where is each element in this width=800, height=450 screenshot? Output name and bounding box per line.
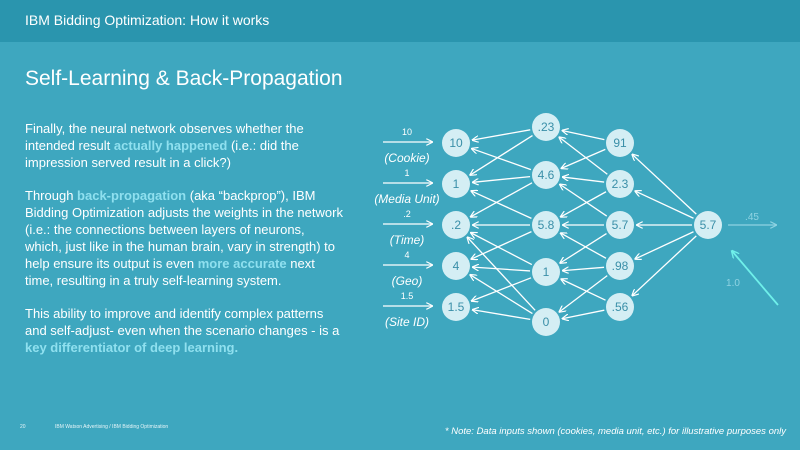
backprop-arrow-h1-in (471, 233, 533, 266)
backprop-arrow-out-h2-2 (635, 191, 694, 219)
backprop-arrow-h2-h1 (562, 148, 606, 168)
input-value: 1 (404, 168, 409, 178)
input-node-circle (442, 129, 470, 157)
input-label: (Time) (390, 233, 425, 247)
backprop-arrow-h1-in (470, 275, 533, 315)
input-node-label: 10 (449, 136, 463, 150)
backprop-arrow-h1-in (468, 237, 536, 311)
backprop-arrow-out-h2-1 (632, 155, 697, 215)
input-value: 4 (404, 250, 409, 260)
backprop-arrow-h2-h1 (563, 266, 605, 270)
footnote: * Note: Data inputs shown (cookies, medi… (444, 426, 786, 437)
input-node-label: 1.5 (448, 300, 465, 314)
hidden1-node-circle (532, 113, 560, 141)
hidden1-node-label: 5.8 (538, 218, 555, 232)
highlight-text: key differentiator of deep learning. (25, 340, 239, 355)
highlight-text: more accurate (197, 256, 287, 271)
actual-value: 1.0 (726, 278, 740, 289)
hidden1-node-label: 4.6 (538, 168, 555, 182)
backprop-arrow-out-h2-4 (635, 231, 694, 259)
backprop-arrow-h2-h1 (563, 309, 605, 318)
backprop-arrow-h2-h1 (560, 185, 608, 217)
hidden2-node-circle (606, 211, 634, 239)
hidden1-node-circle (532, 161, 560, 189)
backprop-arrow-h2-h1 (561, 233, 607, 259)
backprop-arrow-h1-in (472, 277, 532, 301)
hidden2-node-label: 2.3 (612, 177, 629, 191)
hidden1-node-label: 1 (543, 265, 550, 279)
header-title: IBM Bidding Optimization: How it works (25, 12, 270, 28)
actual-result-arrow (732, 251, 779, 306)
body-paragraph-2: Through back-propagation (aka “backprop”… (25, 187, 343, 289)
backprop-arrow-h2-h1 (563, 177, 605, 183)
hidden2-node-circle (606, 252, 634, 280)
hidden2-node-circle (606, 293, 634, 321)
body-text-segment: next time, resulting in a truly self-lea… (25, 256, 315, 288)
input-node-circle (442, 293, 470, 321)
input-node-label: 1 (453, 177, 460, 191)
output-node-label: 5.7 (700, 218, 717, 232)
backprop-arrow-h2-h1 (563, 131, 605, 141)
hidden2-node-label: .98 (612, 259, 629, 273)
backprop-arrow-h2-h1 (560, 275, 608, 312)
backprop-arrow-h1-in (473, 129, 531, 140)
backprop-arrow-h1-in (473, 267, 531, 272)
hidden1-node-label: 0 (543, 315, 550, 329)
backprop-arrow-h1-in (473, 175, 531, 183)
input-value: 10 (402, 127, 412, 137)
backprop-arrow-h1-in (471, 191, 532, 219)
body-text: Finally, the neural network observes whe… (25, 120, 343, 372)
backprop-arrow-h1-in (471, 182, 533, 217)
output-node-circle (694, 211, 722, 239)
body-paragraph-1: Finally, the neural network observes whe… (25, 120, 343, 171)
hidden1-node-circle (532, 211, 560, 239)
backprop-arrow-h1-in (471, 231, 532, 259)
hidden2-node-label: 91 (613, 136, 627, 150)
body-text-segment: This ability to improve and identify com… (25, 306, 340, 338)
input-label: (Geo) (392, 274, 423, 288)
hidden2-node-circle (606, 170, 634, 198)
slide-title: Self-Learning & Back-Propagation (25, 67, 343, 90)
hidden1-node-circle (532, 258, 560, 286)
backprop-arrow-h2-h1 (559, 137, 608, 175)
highlight-text: back-propagation (77, 188, 187, 203)
hidden2-node-circle (606, 129, 634, 157)
backprop-arrow-h1-in (473, 310, 531, 321)
hidden1-node-circle (532, 308, 560, 336)
input-label: (Site ID) (385, 315, 429, 329)
body-text-segment: Through (25, 188, 78, 203)
input-node-label: .2 (451, 218, 461, 232)
page-number: 20 (20, 424, 26, 430)
body-text-segment: Finally, the neural network observes whe… (25, 121, 304, 153)
hidden2-node-label: 5.7 (612, 218, 629, 232)
hidden1-node-label: .23 (538, 120, 555, 134)
backprop-arrow-out-h2-5 (632, 235, 697, 296)
input-value: .2 (403, 209, 411, 219)
body-text-segment: (i.e.: did the impression served result … (25, 138, 299, 170)
body-paragraph-3: This ability to improve and identify com… (25, 305, 343, 356)
backprop-arrow-h1-in (470, 135, 533, 175)
header-bar: IBM Bidding Optimization: How it works (0, 0, 800, 42)
highlight-text: actually happened (113, 138, 228, 153)
body-text-segment: (aka “backprop”), IBM Bidding Optimizati… (25, 188, 343, 271)
backprop-arrow-h2-h1 (561, 279, 606, 301)
input-value: 1.5 (401, 291, 414, 301)
input-node-label: 4 (453, 259, 460, 273)
backprop-arrow-h2-h1 (560, 233, 607, 263)
predicted-value: .45 (745, 212, 759, 223)
input-node-circle (442, 211, 470, 239)
input-node-circle (442, 252, 470, 280)
backprop-arrow-h2-h1 (561, 191, 607, 217)
input-label: (Media Unit) (374, 192, 439, 206)
input-label: (Cookie) (384, 151, 429, 165)
backprop-arrow-h1-in (472, 149, 532, 171)
input-node-circle (442, 170, 470, 198)
hidden2-node-label: .56 (612, 300, 629, 314)
footer-text: IBM Watson Advertising / IBM Bidding Opt… (55, 424, 169, 430)
